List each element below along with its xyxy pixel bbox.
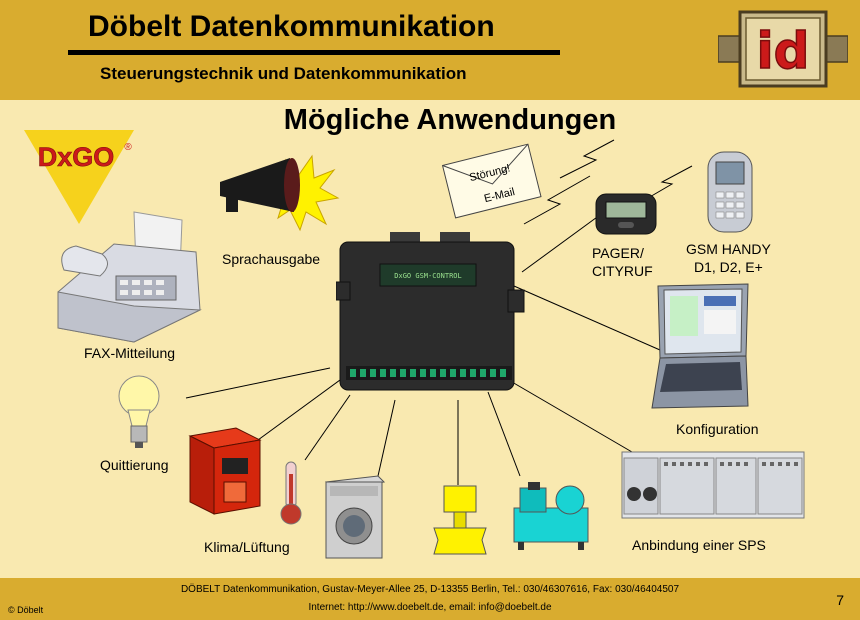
gsm-label: GSM HANDY D1, D2, E+ bbox=[686, 240, 771, 276]
fax-machine-icon bbox=[54, 210, 204, 344]
dxgo-logo-text: DxGO bbox=[38, 142, 115, 172]
washing-machine-icon bbox=[324, 472, 386, 560]
light-bulb-icon bbox=[116, 374, 162, 450]
page-number: 7 bbox=[836, 592, 844, 608]
footer-internet: Internet: http://www.doebelt.de, email: … bbox=[0, 602, 860, 613]
pager-icon bbox=[594, 192, 658, 236]
pager-label-line1: PAGER/ bbox=[592, 244, 653, 262]
fax-label: FAX-Mitteilung bbox=[84, 344, 175, 362]
thermometer-icon bbox=[278, 460, 304, 526]
pager-label-line2: CITYRUF bbox=[592, 262, 653, 280]
valve-icon bbox=[432, 484, 488, 558]
dxgo-registered-mark: ® bbox=[124, 142, 132, 153]
device-display-text: DxGO GSM-CONTROL bbox=[394, 272, 461, 280]
gsm-label-line2: D1, D2, E+ bbox=[686, 258, 771, 276]
gsm-control-device-icon: DxGO GSM-CONTROL bbox=[336, 228, 526, 396]
sprachausgabe-label: Sprachausgabe bbox=[222, 250, 320, 268]
compressor-icon bbox=[508, 478, 596, 552]
footer-bar: DÖBELT Datenkommunikation, Gustav-Meyer-… bbox=[0, 578, 860, 620]
gsm-label-line1: GSM HANDY bbox=[686, 240, 771, 258]
klima-label: Klima/Lüftung bbox=[204, 538, 290, 556]
konfiguration-label: Konfiguration bbox=[676, 420, 759, 438]
mobile-phone-icon bbox=[706, 150, 754, 234]
plc-sps-icon bbox=[620, 448, 806, 522]
email-envelope-icon: Störung! E-Mail bbox=[442, 142, 542, 220]
footer-copyright: © Döbelt bbox=[8, 605, 43, 615]
heater-icon bbox=[188, 424, 262, 516]
laptop-icon bbox=[648, 282, 750, 410]
footer-address: DÖBELT Datenkommunikation, Gustav-Meyer-… bbox=[0, 584, 860, 595]
pager-label: PAGER/ CITYRUF bbox=[592, 244, 653, 280]
megaphone-icon bbox=[216, 152, 340, 232]
quittierung-label: Quittierung bbox=[100, 456, 168, 474]
sps-label: Anbindung einer SPS bbox=[632, 536, 766, 554]
